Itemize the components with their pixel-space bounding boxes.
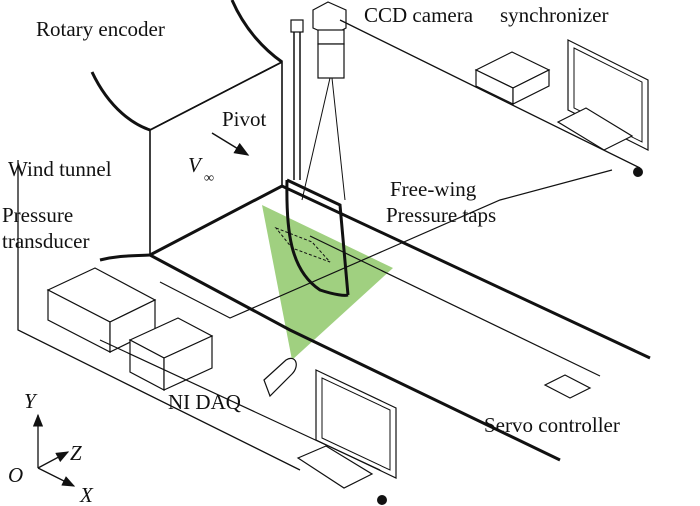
pressure-taps-label: Pressure taps — [386, 203, 496, 227]
coordinate-axes — [32, 413, 76, 487]
pressure-transducer-box — [46, 267, 157, 353]
axis-x-label: X — [79, 483, 94, 506]
ni-daq-label: NI DAQ — [168, 390, 241, 414]
velocity-subscript: ∞ — [204, 171, 214, 186]
servo-controller-box — [543, 374, 592, 399]
synchronizer-box — [474, 51, 551, 105]
wind-tunnel-label: Wind tunnel — [8, 157, 112, 181]
pivot-label: Pivot — [222, 107, 267, 131]
velocity-label: V — [188, 153, 203, 177]
flow-arrow — [211, 132, 250, 156]
free-wing-label: Free-wing — [390, 177, 477, 201]
ni-daq-box — [128, 317, 214, 391]
lower-monitor — [296, 369, 397, 505]
pressure-taps-region — [274, 226, 331, 263]
rotary-encoder — [290, 19, 304, 33]
signal-wires — [17, 19, 641, 471]
ccd-camera — [301, 1, 347, 201]
pressure-transducer-label-2: transducer — [2, 229, 89, 253]
wind-tunnel — [90, 0, 651, 462]
servo-controller-label: Servo controller — [484, 413, 620, 437]
ccd-camera-label: CCD camera — [364, 3, 474, 27]
pressure-transducer-label-1: Pressure — [2, 203, 73, 227]
axis-z-label: Z — [70, 441, 82, 465]
rotary-encoder-label: Rotary encoder — [36, 17, 165, 41]
right-monitor — [556, 39, 649, 177]
pivot-assembly — [290, 19, 304, 180]
laser-head — [263, 357, 297, 398]
axis-y-label: Y — [24, 389, 38, 413]
axis-origin-label: O — [8, 463, 23, 487]
synchronizer-label: synchronizer — [500, 3, 608, 27]
laser-sheet — [262, 205, 393, 360]
